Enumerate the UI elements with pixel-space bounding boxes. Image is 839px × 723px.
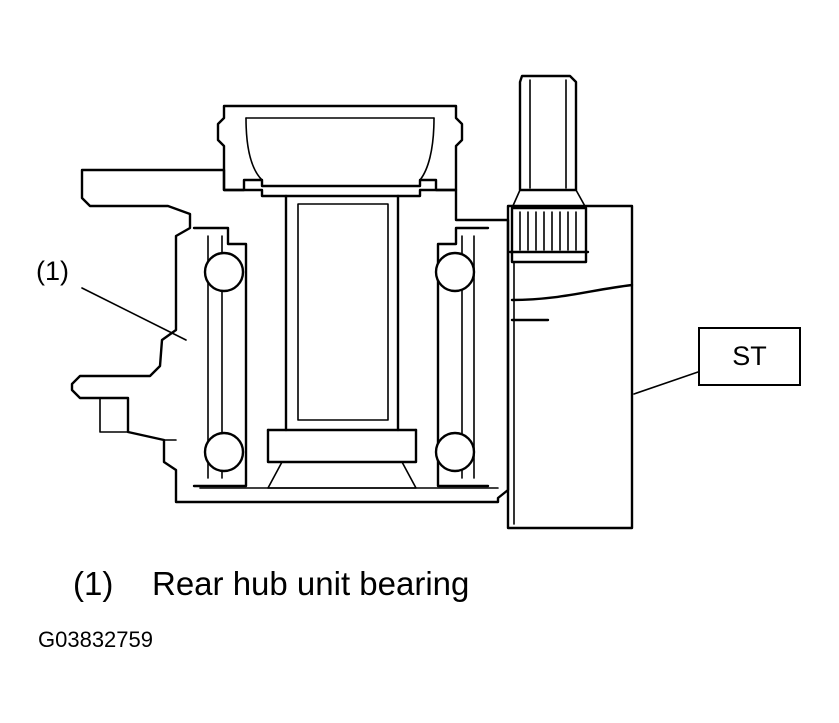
special-tool-label: ST [732,341,767,371]
caption-number: (1) [73,565,114,602]
figure-code: G03832759 [38,627,153,652]
callout-label-1: (1) [36,256,69,286]
wheel-stud [508,74,590,264]
callout-1-leader [81,287,187,341]
st-leader [633,371,699,395]
special-tool-label-box: ST [698,327,801,386]
caption-text: Rear hub unit bearing [152,565,470,602]
hub-flange [216,104,464,192]
bearing-balls [203,251,476,473]
